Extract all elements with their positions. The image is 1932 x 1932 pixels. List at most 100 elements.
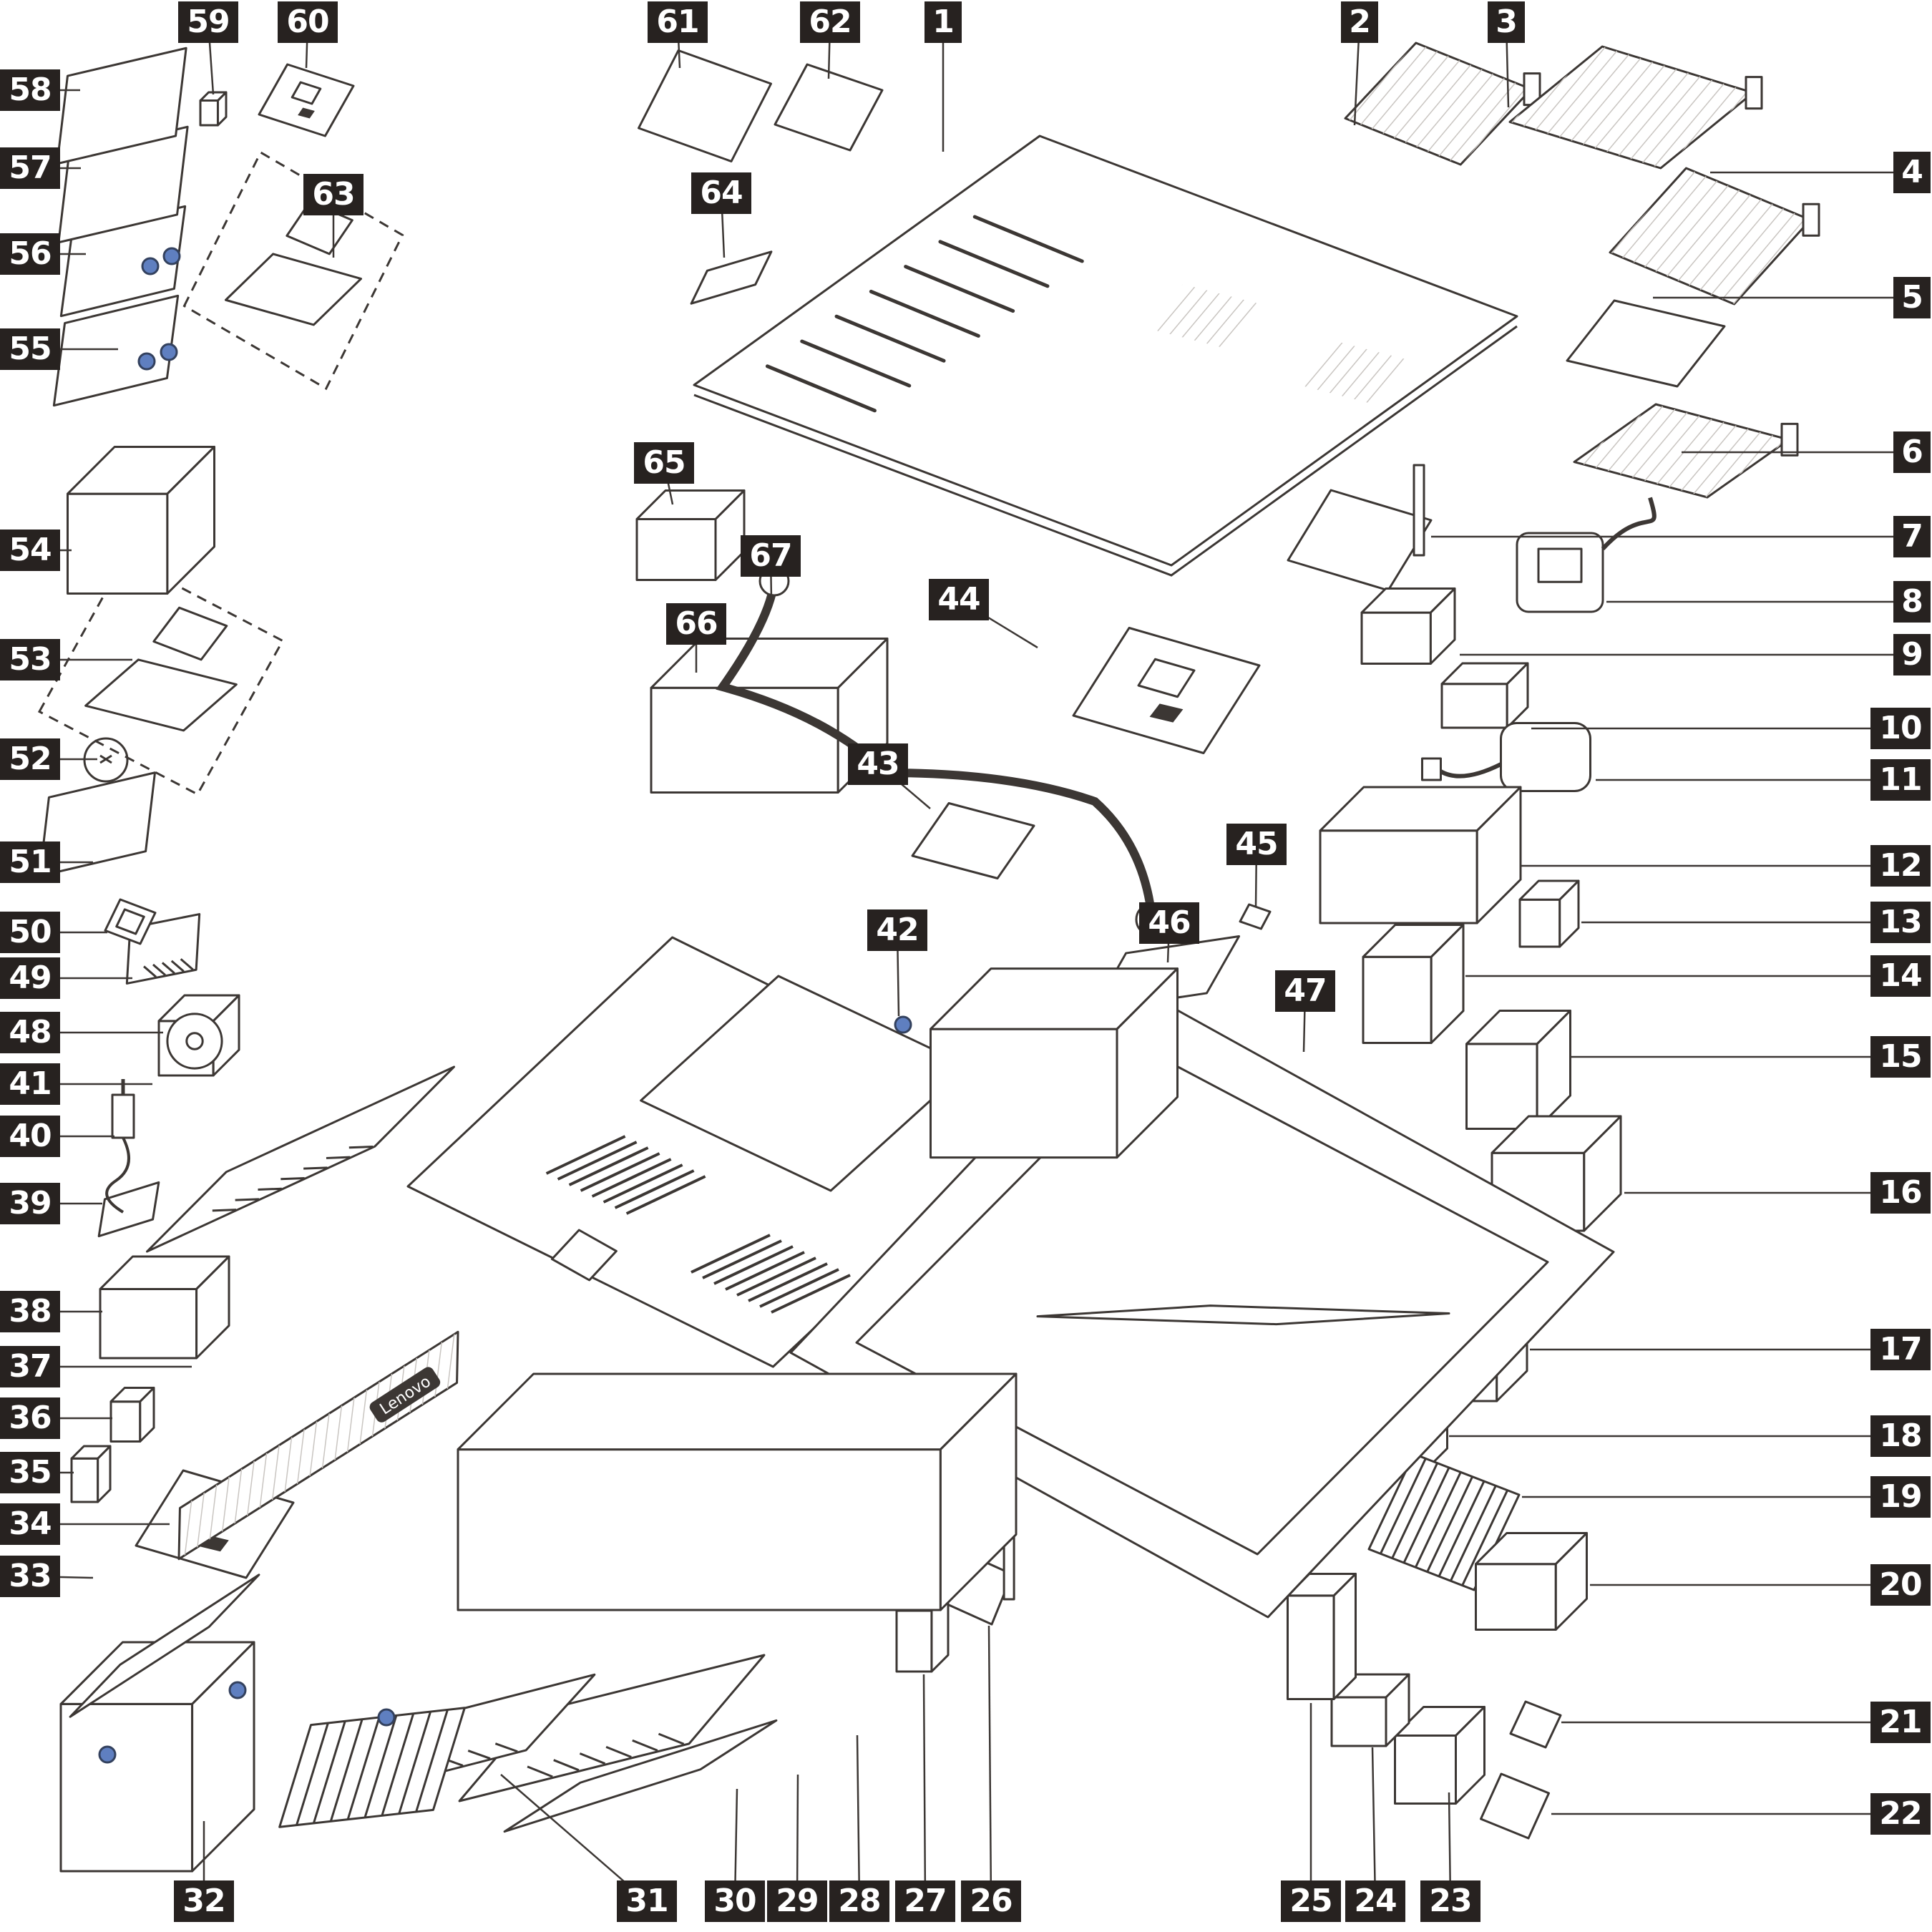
part-label-21: 21: [1870, 1702, 1931, 1743]
part-label-51: 51: [0, 841, 60, 883]
part-12-sketch: [1319, 786, 1522, 923]
part-22-sketch: [1480, 1772, 1550, 1840]
part-label-14: 14: [1870, 955, 1931, 997]
part-label-number: 52: [9, 741, 52, 777]
parts-layer: Lenovo: [37, 42, 1819, 1873]
part-label-number: 54: [9, 532, 52, 568]
part-label-65: 65: [634, 442, 694, 484]
part-label-23: 23: [1420, 1880, 1480, 1922]
part-label-27: 27: [895, 1880, 955, 1922]
part-label-16: 16: [1870, 1172, 1931, 1214]
part-label-number: 43: [857, 746, 899, 782]
leader-line-26: [989, 1626, 991, 1901]
part-8-sketch: [1517, 498, 1654, 613]
part-label-48: 48: [0, 1012, 60, 1053]
part-label-number: 34: [9, 1506, 52, 1542]
part-label-number: 18: [1879, 1418, 1922, 1454]
part-label-number: 58: [9, 72, 52, 108]
part-label-number: 53: [9, 641, 52, 678]
part-label-6: 6: [1893, 431, 1931, 473]
part-label-number: 56: [9, 235, 52, 272]
part-label-60: 60: [278, 1, 338, 43]
part-51-sketch: [38, 771, 157, 877]
part-label-number: 67: [749, 537, 792, 574]
part-label-number: 41: [9, 1065, 52, 1102]
part-label-11: 11: [1870, 759, 1931, 801]
part-label-number: 25: [1289, 1883, 1332, 1919]
part-61-sketch: [638, 49, 772, 162]
part-31-sketch: [278, 1707, 466, 1828]
part-label-number: 2: [1349, 4, 1371, 40]
part-label-30: 30: [705, 1880, 765, 1922]
part-11-sketch: [1423, 723, 1591, 791]
part-label-1: 1: [924, 1, 962, 43]
part-30-sketch: [503, 1719, 778, 1833]
part-43-sketch: [911, 802, 1035, 879]
part-2-sketch: [1344, 42, 1540, 166]
part-label-number: 12: [1879, 847, 1922, 884]
part-39-sketch: [97, 1181, 160, 1238]
part-5-sketch: [1566, 299, 1726, 388]
part-25-sketch: [1287, 1573, 1357, 1700]
part-label-62: 62: [800, 1, 860, 43]
part-label-number: 33: [9, 1558, 52, 1594]
part-label-number: 27: [904, 1883, 947, 1919]
part-41-sketch: [145, 1065, 456, 1253]
part-label-number: 8: [1901, 583, 1923, 620]
part-label-number: 30: [713, 1883, 756, 1919]
part-label-number: 1: [932, 4, 955, 40]
part-label-number: 15: [1879, 1038, 1922, 1075]
part-62-sketch: [774, 63, 884, 152]
part-label-2: 2: [1341, 1, 1378, 43]
part-45-sketch: [1239, 903, 1272, 930]
part-label-number: 7: [1901, 518, 1923, 555]
part-label-8: 8: [1893, 581, 1931, 623]
part-6-sketch: [1573, 403, 1797, 499]
part-37-sketch: Lenovo: [177, 1330, 459, 1561]
leader-line-24: [1372, 1747, 1375, 1901]
part-label-number: 36: [9, 1400, 52, 1436]
part-label-number: 40: [9, 1118, 52, 1154]
blue-touchpoint: [379, 1709, 394, 1725]
part-label-52: 52: [0, 738, 60, 780]
part-label-57: 57: [0, 147, 60, 189]
part-66-sketch: [650, 638, 889, 794]
part-36-sketch: [109, 1387, 155, 1443]
part-label-number: 64: [700, 175, 743, 211]
part-label-number: 28: [838, 1883, 881, 1919]
part-23-sketch: [1394, 1706, 1485, 1805]
part-label-38: 38: [0, 1291, 60, 1332]
part-55-sketch: [52, 294, 180, 407]
part-label-number: 62: [809, 4, 852, 40]
blue-touchpoint: [895, 1017, 911, 1033]
leader-line-27: [924, 1674, 925, 1901]
part-label-number: 65: [643, 444, 686, 481]
part-58-sketch: [56, 47, 187, 165]
part-label-number: 3: [1496, 4, 1518, 40]
blue-touchpoint: [139, 353, 155, 369]
part-label-number: 35: [9, 1454, 52, 1491]
part-label-43: 43: [848, 743, 908, 785]
part-20-sketch: [1475, 1532, 1588, 1631]
part-4-sketch: [1609, 167, 1819, 306]
part-21-sketch: [1509, 1700, 1562, 1749]
part-label-number: 59: [187, 4, 230, 40]
part-60-sketch: [258, 63, 355, 137]
part-label-42: 42: [867, 909, 927, 951]
part-label-number: 39: [9, 1185, 52, 1221]
part-7-sketch: [1287, 465, 1433, 592]
part-label-number: 16: [1879, 1174, 1922, 1211]
part-53-sketch: [37, 556, 285, 796]
part-3-sketch: [1508, 45, 1762, 170]
part-label-7: 7: [1893, 516, 1931, 557]
part-32-sketch: [59, 1641, 255, 1873]
part-front-cage-sketch: [457, 1372, 1018, 1611]
part-label-4: 4: [1893, 152, 1931, 193]
blue-touchpoint: [161, 344, 177, 360]
part-label-12: 12: [1870, 845, 1931, 887]
part-label-22: 22: [1870, 1793, 1931, 1835]
part-label-32: 32: [174, 1880, 234, 1922]
part-label-56: 56: [0, 233, 60, 275]
part-label-number: 26: [970, 1883, 1013, 1919]
